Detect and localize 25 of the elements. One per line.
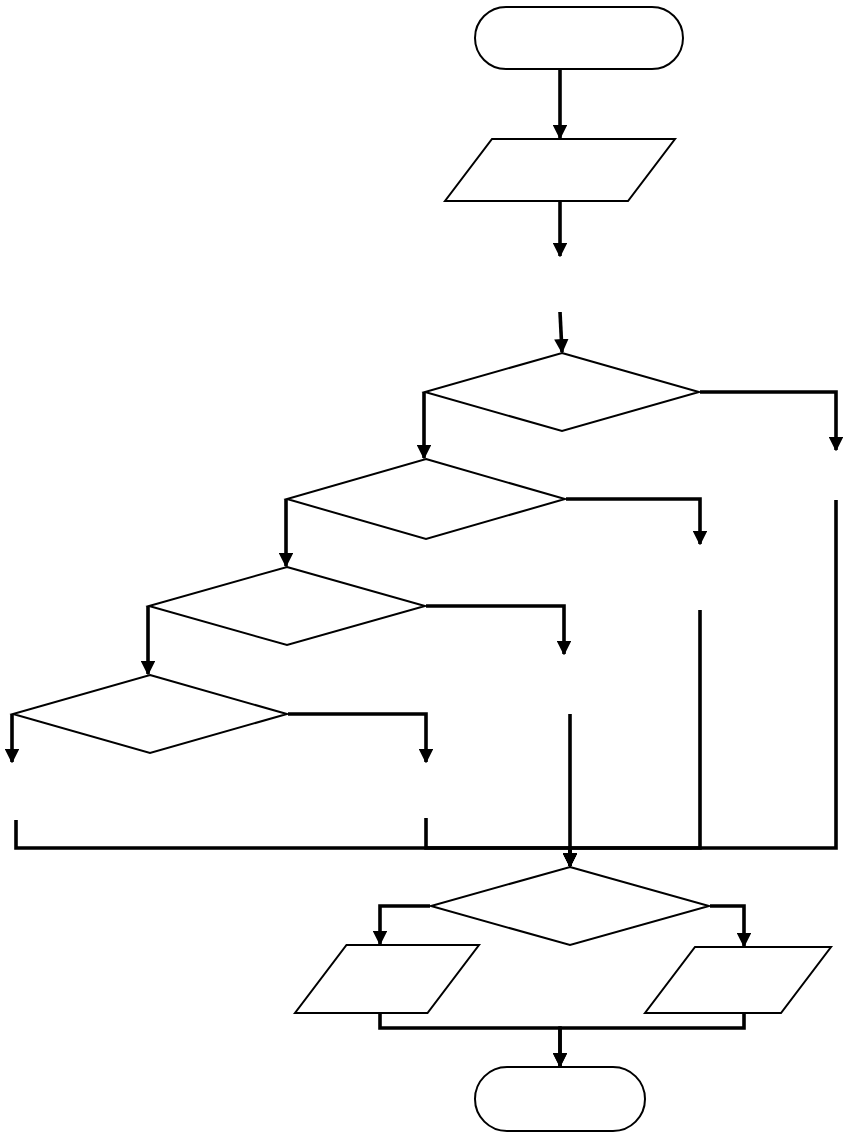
arrow (562, 500, 838, 868)
arrow (4, 714, 20, 764)
arrow (710, 904, 752, 948)
decision-diamond (430, 866, 710, 946)
arrow (416, 392, 432, 460)
input-output-shape (444, 138, 676, 202)
terminal-shape (474, 6, 684, 70)
arrow (554, 311, 569, 354)
terminal-shape (474, 1066, 646, 1132)
input-output-shape (294, 944, 480, 1014)
arrow (700, 390, 844, 452)
arrow (552, 1014, 746, 1068)
arrow (288, 712, 434, 764)
arrow (372, 904, 430, 946)
decision-diamond (424, 352, 700, 432)
decision-diamond (148, 566, 426, 646)
arrow (552, 202, 568, 258)
arrow (566, 497, 708, 546)
arrow (140, 606, 156, 676)
arrow (278, 499, 294, 568)
arrow (426, 604, 572, 656)
decision-diamond (286, 458, 566, 540)
decision-diamond (12, 674, 288, 754)
arrow (552, 70, 568, 140)
input-output-shape (644, 946, 832, 1014)
